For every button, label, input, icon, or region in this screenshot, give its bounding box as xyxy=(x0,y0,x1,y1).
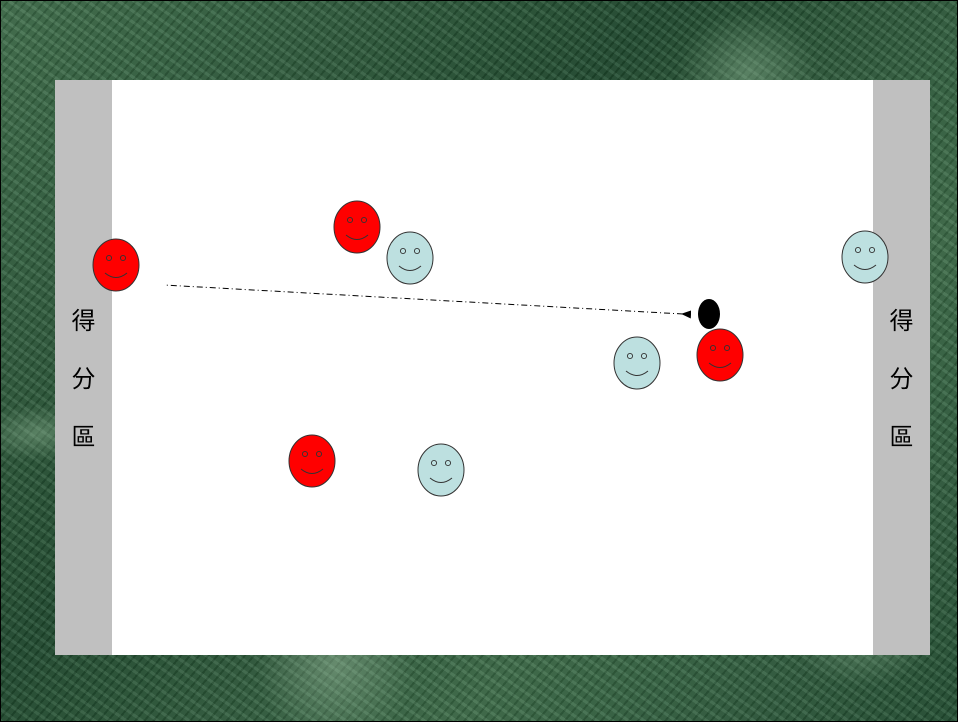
blue-player-5-smiley-icon xyxy=(614,337,660,389)
red-player-2-smiley-icon xyxy=(334,201,380,253)
player-face xyxy=(614,337,660,389)
red-player-7-smiley-icon xyxy=(289,435,335,487)
blue-player-8-smiley-icon xyxy=(418,444,464,496)
player-face xyxy=(387,232,433,284)
players-layer xyxy=(93,201,888,496)
red-player-1-smiley-icon xyxy=(93,239,139,291)
blue-player-4-smiley-icon xyxy=(842,231,888,283)
player-face xyxy=(418,444,464,496)
player-face xyxy=(842,231,888,283)
pass-arrow xyxy=(164,285,683,314)
blue-player-3-smiley-icon xyxy=(387,232,433,284)
player-face xyxy=(93,239,139,291)
player-face xyxy=(697,329,743,381)
player-face xyxy=(289,435,335,487)
player-face xyxy=(334,201,380,253)
red-player-6-smiley-icon xyxy=(697,329,743,381)
ball-icon xyxy=(698,299,720,329)
